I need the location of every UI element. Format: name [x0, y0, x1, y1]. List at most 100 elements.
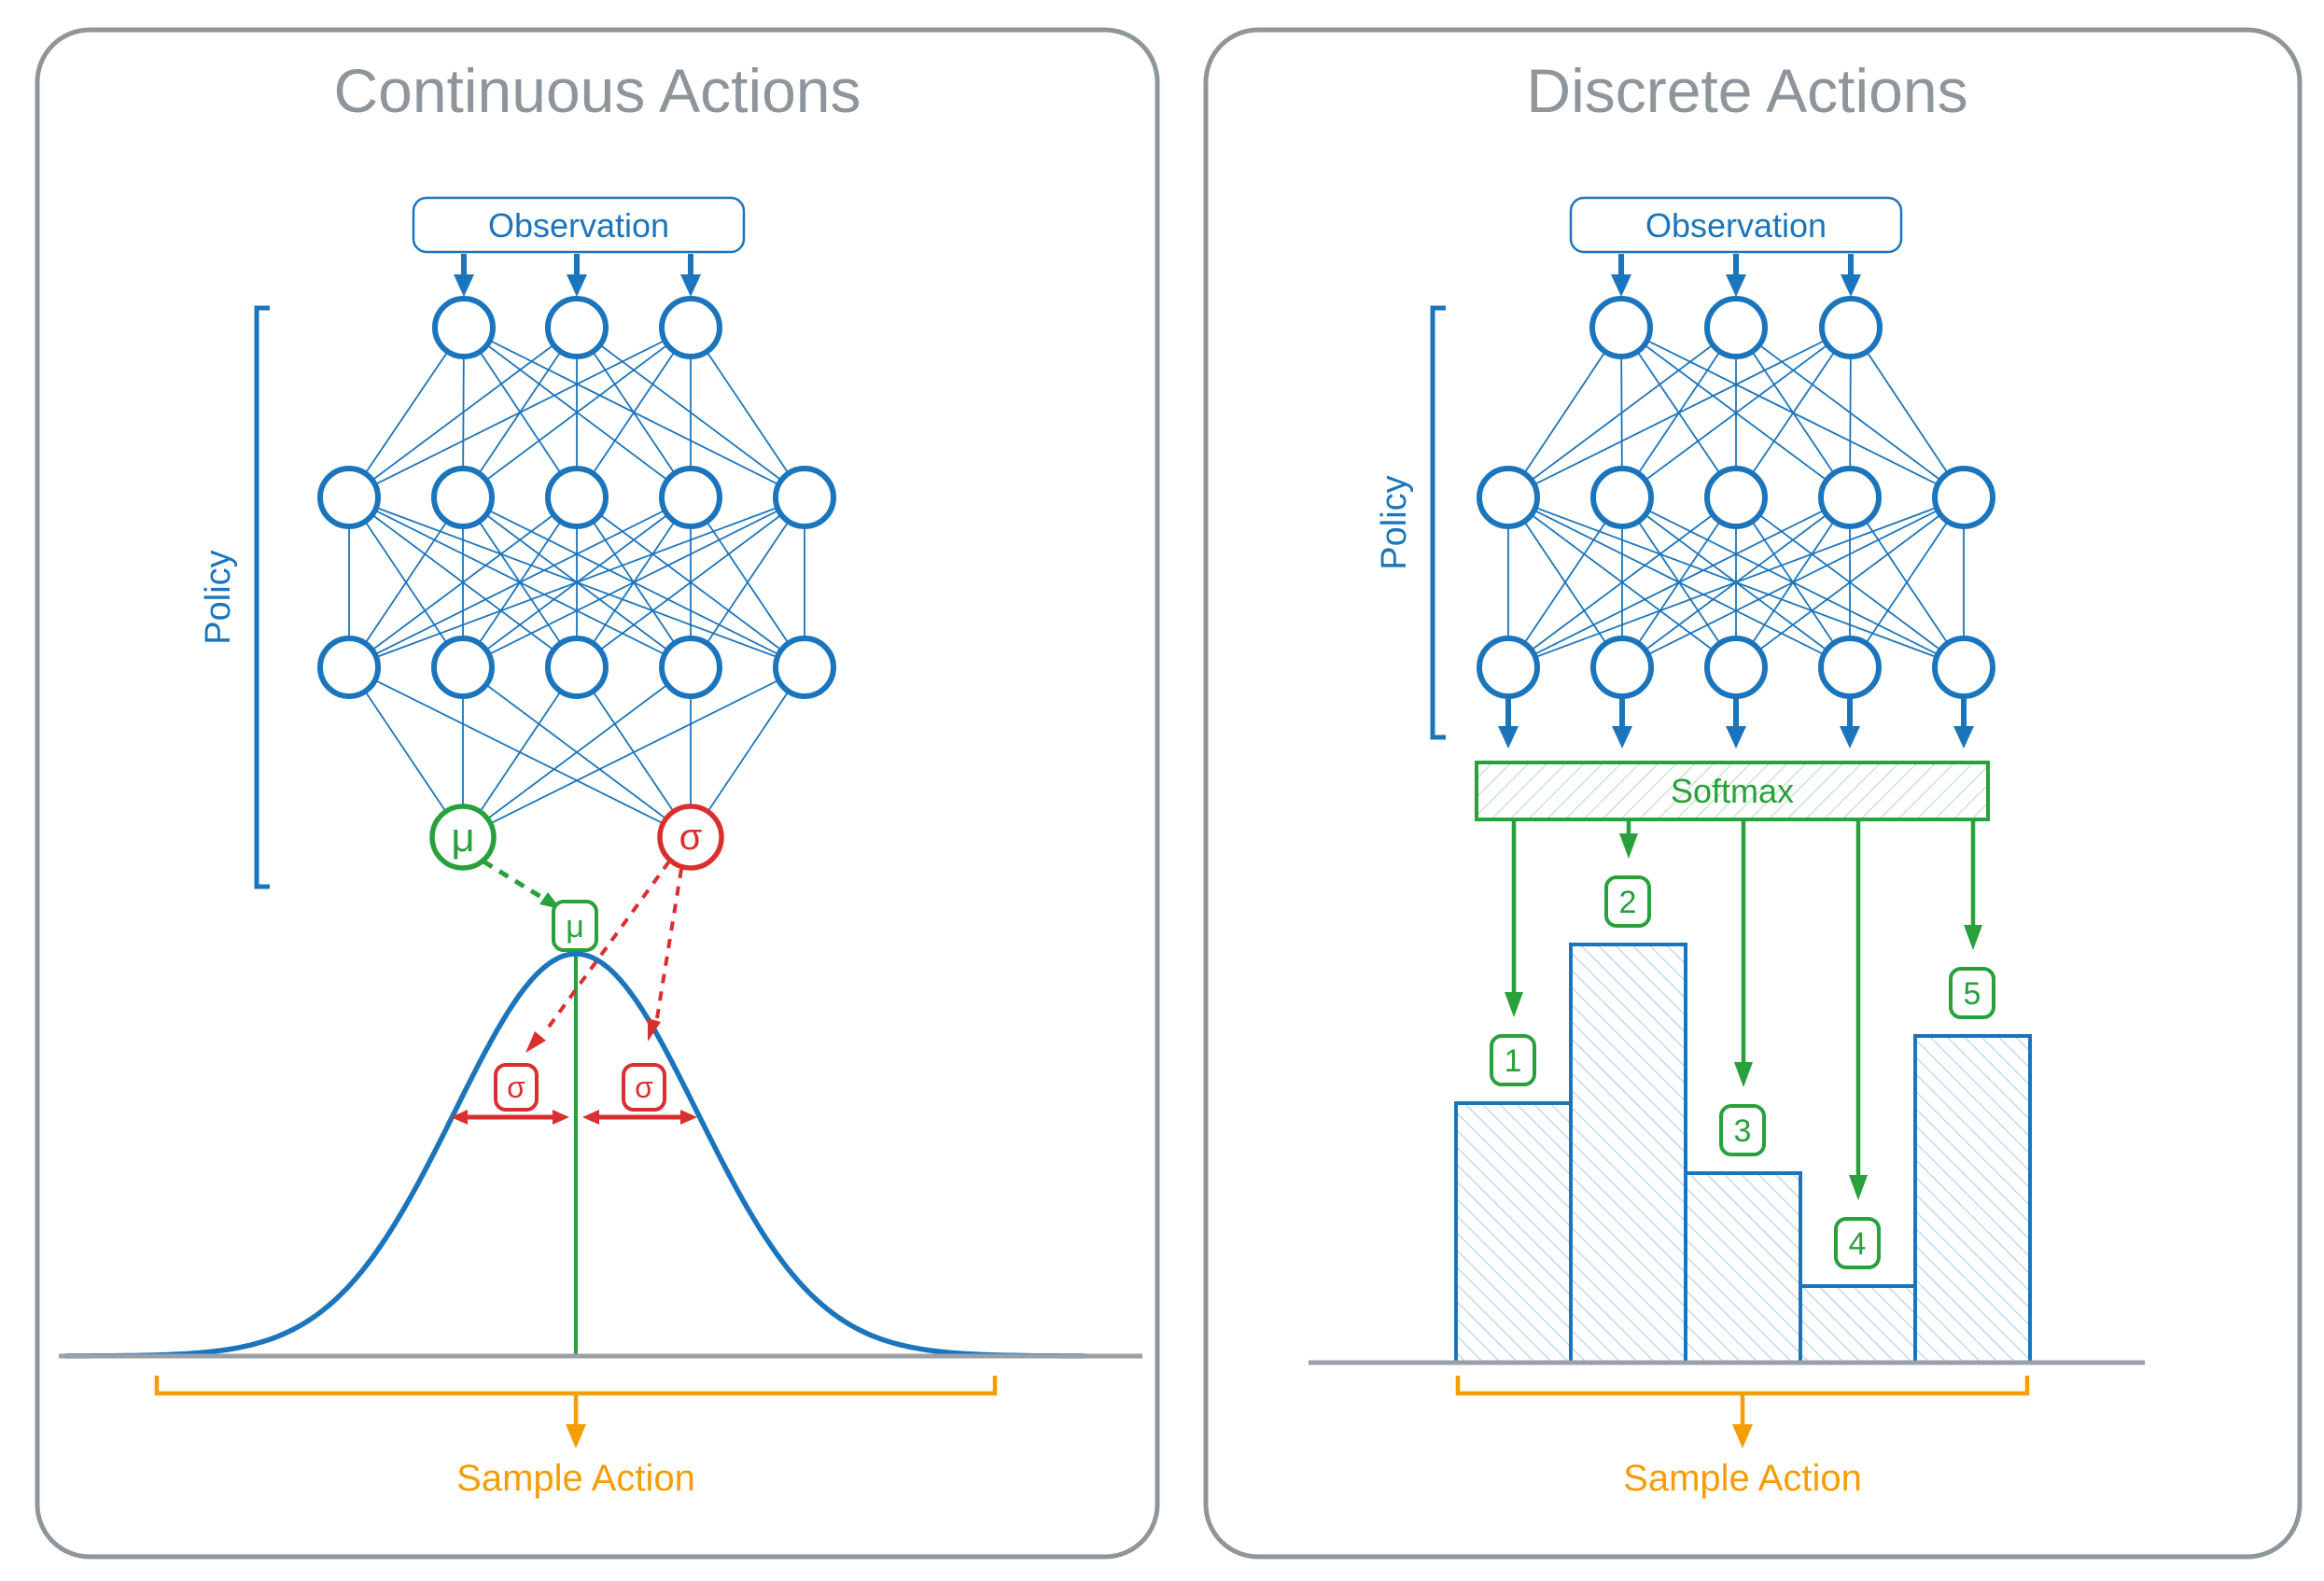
- sample-action-label-left: Sample Action: [456, 1458, 695, 1499]
- network-node: [1932, 636, 1995, 699]
- to-softmax-arrow-head: [1612, 726, 1632, 749]
- continuous-actions-panel: Continuous Actions Observation Policy μ …: [35, 27, 1160, 1560]
- network-node: [1590, 466, 1654, 529]
- network-node: [431, 636, 495, 699]
- edge: [1507, 327, 1737, 498]
- sigma-output-node-label: σ: [679, 817, 703, 858]
- network-node: [431, 466, 495, 529]
- network-output-node: [657, 804, 724, 871]
- observation-box: [1569, 196, 1903, 254]
- sigma-box-left: [494, 1063, 539, 1112]
- network-node: [1477, 466, 1540, 529]
- action-label-1: 1: [1490, 1034, 1536, 1086]
- discrete-actions-panel: Discrete Actions Observation Policy Soft…: [1203, 27, 2303, 1560]
- svg-text:1: 1: [1505, 1043, 1522, 1079]
- sigma-box-right-label: σ: [635, 1070, 653, 1104]
- network-node: [1589, 296, 1653, 359]
- edge: [462, 666, 692, 838]
- edge: [690, 497, 805, 668]
- edge: [1507, 327, 1622, 498]
- edge: [1850, 327, 1965, 498]
- sample-action-label-right: Sample Action: [1623, 1458, 1862, 1499]
- softmax-arrow-head: [1505, 992, 1523, 1017]
- observation-label: Observation: [488, 206, 669, 245]
- edge: [1621, 327, 1852, 498]
- to-softmax-arrow-head: [1726, 726, 1746, 749]
- svg-text:2: 2: [1619, 885, 1637, 920]
- network-node: [773, 636, 836, 699]
- probability-bar-5: [1913, 1034, 2032, 1364]
- panel-title-continuous: Continuous Actions: [333, 56, 861, 125]
- edge: [1507, 327, 1852, 498]
- mu-box: [552, 900, 598, 952]
- policy-bracket: [1430, 305, 1446, 740]
- edge: [690, 327, 805, 498]
- mu-output-node-label: μ: [451, 815, 474, 860]
- obs-arrow-head: [567, 274, 587, 297]
- sample-action-bracket-right: [1455, 1376, 2030, 1448]
- network-node: [1590, 636, 1654, 699]
- network-node: [1704, 636, 1768, 699]
- svg-text:3: 3: [1734, 1113, 1752, 1149]
- action-label-4: 4: [1834, 1217, 1881, 1269]
- edge: [576, 497, 805, 668]
- to-softmax-arrow-head: [1953, 726, 1974, 749]
- sigma-width-arrows: [451, 1110, 697, 1125]
- to-softmax-arrow-head: [1498, 726, 1519, 749]
- action-label-3: 3: [1719, 1104, 1766, 1156]
- network-node: [317, 636, 381, 699]
- edge: [1621, 497, 1965, 668]
- network-node: [659, 296, 722, 359]
- sigma-box-right: [622, 1063, 666, 1112]
- edge: [348, 497, 578, 668]
- network-node: [545, 296, 609, 359]
- network-node: [1818, 636, 1882, 699]
- action-label-2: 2: [1604, 875, 1651, 928]
- network-node: [659, 636, 722, 699]
- network-node: [1932, 466, 1995, 529]
- sigma-box-left-label: σ: [507, 1070, 525, 1104]
- edge: [1849, 497, 1965, 668]
- softmax-output-arrows: [1505, 819, 1982, 1200]
- action-label-5: 5: [1949, 967, 1995, 1019]
- network-node: [1704, 466, 1768, 529]
- network-node: [773, 466, 836, 529]
- edge: [576, 666, 692, 838]
- panel-border-left: [35, 27, 1160, 1560]
- network-node: [659, 466, 722, 529]
- policy-network-discrete: [1477, 296, 1995, 699]
- svg-text:4: 4: [1849, 1226, 1867, 1262]
- svg-text:5: 5: [1964, 976, 1981, 1012]
- edge: [462, 327, 692, 498]
- policy-network-continuous: [317, 296, 836, 871]
- edge: [348, 666, 692, 838]
- probability-bar-4: [1799, 1284, 1917, 1364]
- observation-label: Observation: [1645, 206, 1827, 245]
- obs-arrow-head: [1726, 274, 1746, 297]
- probability-bar-2: [1569, 943, 1687, 1364]
- softmax-label: Softmax: [1671, 772, 1794, 810]
- edge: [348, 666, 464, 838]
- mu-box-label: μ: [566, 909, 584, 944]
- network-node: [1818, 466, 1882, 529]
- policy-label: Policy: [1375, 475, 1414, 569]
- sigma-dashed-arrows: [525, 860, 683, 1053]
- network-node: [1704, 296, 1768, 359]
- policy-bracket: [254, 305, 270, 889]
- edge: [1507, 497, 1965, 668]
- observation-input-arrows: [1611, 254, 1861, 297]
- network-node: [432, 296, 496, 359]
- obs-arrow-head: [1841, 274, 1861, 297]
- obs-arrow-head: [454, 274, 474, 297]
- edge: [1507, 497, 1623, 668]
- edge: [1507, 497, 1737, 668]
- edge: [348, 497, 692, 668]
- probability-bar-1: [1454, 1101, 1573, 1364]
- gaussian-curve: [65, 951, 1085, 1359]
- edge: [1735, 327, 1852, 498]
- softmax-arrow-head: [1849, 1175, 1868, 1200]
- softmax-arrow-head: [1734, 1062, 1753, 1087]
- edge: [348, 327, 465, 498]
- softmax-arrow-head: [1619, 833, 1638, 859]
